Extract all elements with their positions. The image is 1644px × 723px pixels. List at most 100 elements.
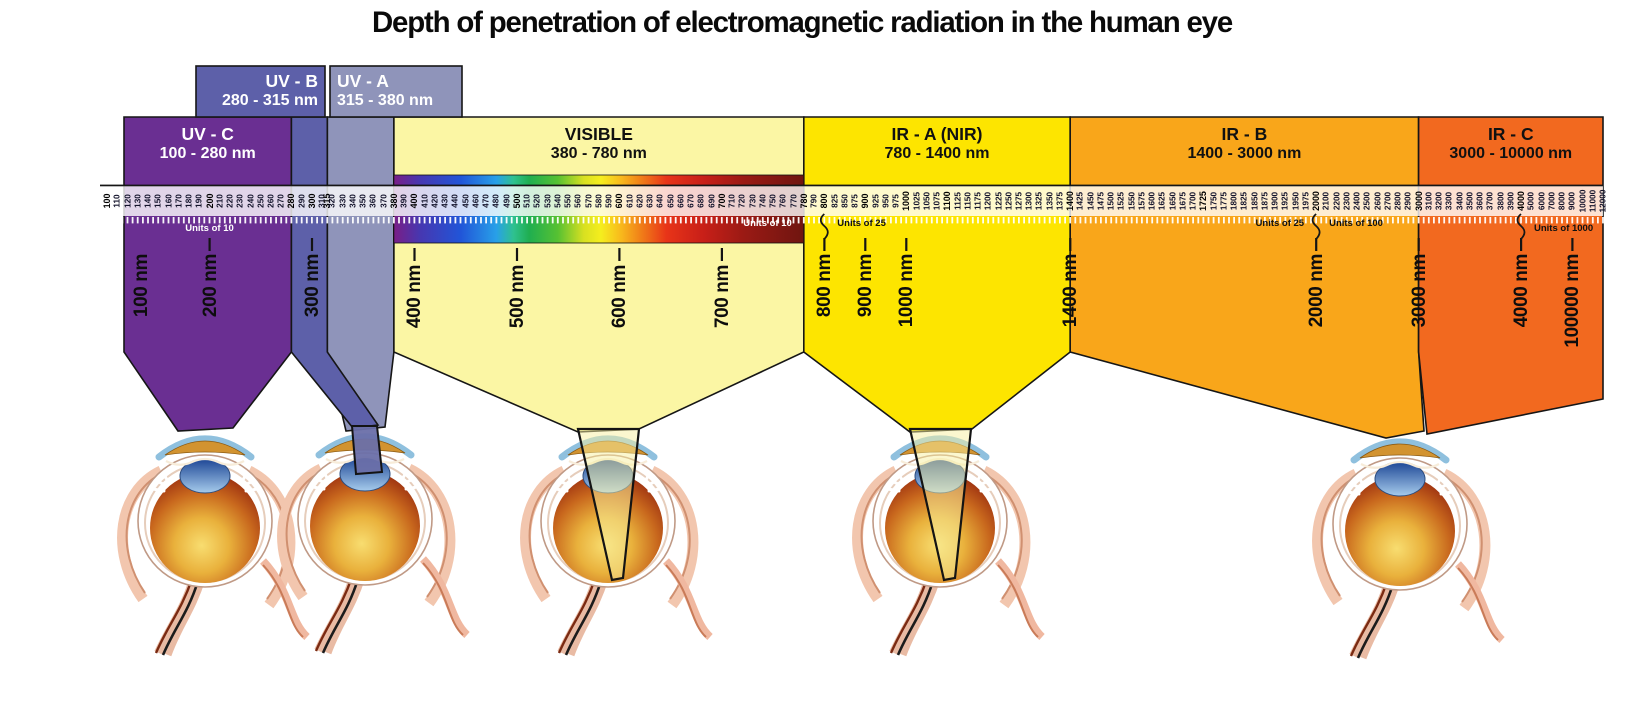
ruler-tick-label: 1075 [932,191,942,211]
ruler-tick-label: 290 [297,194,307,208]
ruler-tick-label: 1500 [1106,191,1116,211]
ruler-tick-label: 1050 [922,191,932,211]
ruler-tick-label: 3100 [1424,191,1434,211]
units-label: Units of 1000 [1534,223,1594,234]
depth-label: 900 nm [855,254,877,318]
ruler-tick-label: 540 [553,194,563,208]
ruler-tick-label: 800 [819,193,830,209]
ruler-tick-label: 390 [399,194,409,208]
ruler-tick-label: 3800 [1496,191,1505,211]
ruler-tick-label: 1975 [1301,191,1311,211]
ruler-tick-label: 8000 [1557,191,1567,211]
ruler-tick-label: 520 [532,194,542,208]
depth-label: 2000 nm [1306,254,1328,328]
ruler-tick-label: 690 [707,194,716,208]
ruler-tick-label: 430 [440,194,450,208]
ruler-tick-label: 1475 [1096,191,1106,211]
depth-label: 400 nm [404,265,426,329]
ruler-tick-label: 1650 [1168,191,1178,211]
ruler-tick-label: 700 [716,193,727,209]
ruler-tick-label: 1950 [1291,191,1301,211]
ruler-tick-label: 210 [215,194,225,208]
ruler-tick-label: 300 [306,193,317,209]
depth-label: 200 nm [199,254,221,318]
ruler-tick-label: 790 [809,194,819,208]
units-label: Units of 10 [743,218,792,229]
ruler-tick-label: 2600 [1373,191,1383,211]
band-range: 315 - 380 nm [337,92,434,110]
ruler-tick-label: 1625 [1157,191,1167,211]
ruler-tick-label: 1350 [1045,191,1055,211]
ruler-tick-label: 170 [174,194,184,208]
ruler-tick-label: 460 [471,194,481,208]
ruler-tick-label: 1125 [953,192,962,210]
ruler-tick-label: 11000 [1588,189,1598,213]
ruler-tick-label: 1275 [1014,191,1024,211]
ruler-tick-label: 850 [840,194,850,208]
units-label: Units of 25 [1255,218,1305,229]
ruler-tick-label: 750 [768,194,778,208]
ruler-tick-label: 2300 [1342,191,1352,211]
ruler-tick-label: 450 [461,194,471,208]
ruler-tick-label: 600 [614,193,625,209]
ruler-tick-label: 875 [850,194,860,208]
ruler-tick-label: 680 [696,194,706,208]
ruler-tick-label: 490 [502,194,512,208]
ruler-tick-label: 220 [225,194,235,208]
ruler-tick-label: 3200 [1434,191,1444,211]
light-beam-uv-lens [350,425,384,476]
ruler-tick-label: 270 [276,194,286,208]
ruler-tick-label: 1825 [1239,191,1249,211]
ruler-tick-label: 1450 [1086,191,1096,211]
band-header-box-uv-b [195,65,326,118]
ruler-tick-label: 7000 [1547,191,1557,211]
ruler-tick-label: 2100 [1321,191,1331,211]
ruler-top-line [100,184,1603,187]
ruler-tick-label: 1800 [1229,191,1239,211]
ruler-tick-label: 1550 [1127,191,1137,211]
ruler-tick-label: 420 [430,194,440,208]
ruler-tick-label: 9000 [1567,191,1577,211]
ruler-tick-label: 1000 [901,191,912,211]
depth-label: 600 nm [609,265,631,329]
ruler-tick-label: 1850 [1250,191,1260,211]
band-range: 380 - 780 nm [550,145,647,163]
ruler-tick-label: 1725 [1198,191,1209,211]
ruler-tick-label: 2800 [1393,191,1403,211]
ruler-tick-label: 1675 [1178,191,1188,211]
ruler-tick-label: 1250 [1004,191,1014,211]
ruler-tick-label: 1150 [963,192,973,210]
ruler-tick-label: 1600 [1147,191,1157,211]
ruler-tick-label: 3500 [1465,191,1475,211]
ruler-tick-label: 120 [123,194,132,208]
ruler-tick-label: 3900 [1506,191,1516,211]
ruler-tick-label: 2700 [1383,191,1393,211]
ruler-tick-label: 180 [184,194,194,208]
ruler-tick-label: 130 [133,194,143,208]
ruler-tick-label: 780 [798,193,809,209]
light-beam-ira-retina [908,427,973,582]
ruler-tick-label: 280 [286,193,297,209]
depth-label: 100 nm [131,254,152,318]
ruler-tick-label: 825 [830,194,839,208]
diagram-title: Depth of penetration of electromagnetic … [371,6,1233,39]
ruler-tick-label: 400 [409,193,420,209]
ruler-tick-label: 2000 [1311,191,1322,211]
ruler-tick-label: 240 [246,194,255,208]
ruler-tick-label: 150 [153,194,163,208]
light-beam-visible-retina [576,427,641,582]
ruler-tick-label: 2400 [1352,191,1362,211]
ruler-tick-label: 5000 [1526,191,1536,211]
ruler-tick-label: 1525 [1116,191,1126,211]
depth-label: 700 nm [711,265,733,329]
scale-break-squiggle [819,213,829,240]
ruler-tick-label: 630 [645,194,655,208]
ruler-tick-label: 140 [143,194,153,208]
ruler-tick-label: 650 [666,194,676,208]
ruler-tick-label: 250 [256,194,266,208]
ruler-tick-label: 1025 [912,191,921,211]
ruler-tick-label: 710 [727,194,737,208]
